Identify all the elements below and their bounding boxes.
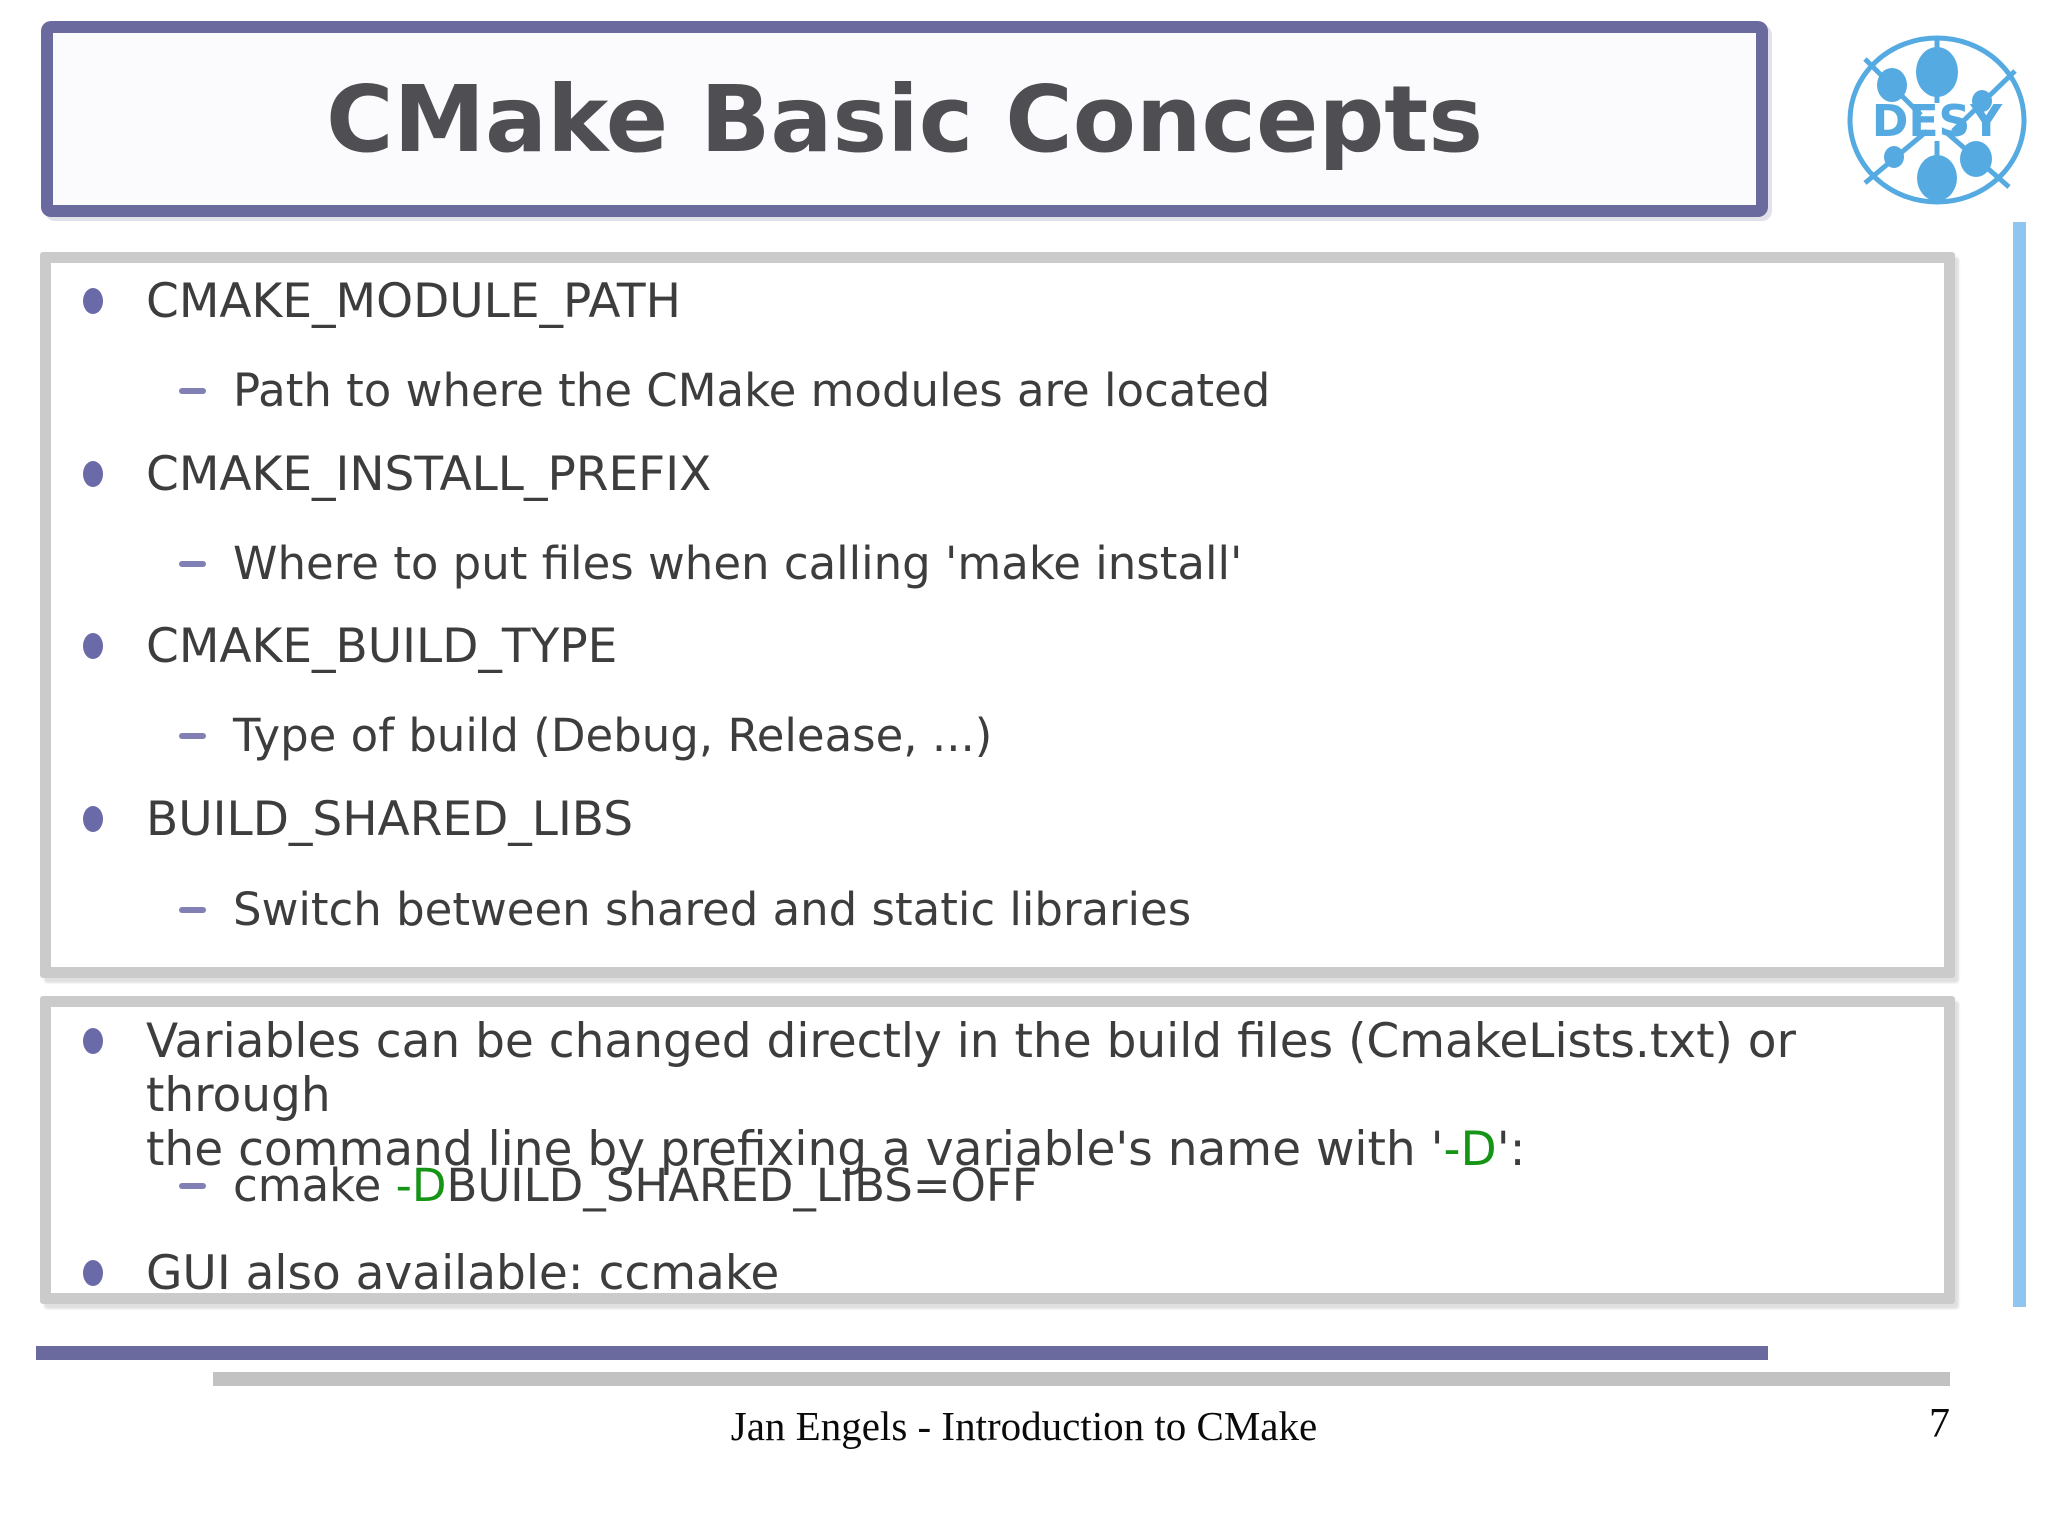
page-title: CMake Basic Concepts — [325, 65, 1484, 173]
paragraph-line-1: Variables can be changed directly in the… — [146, 1014, 1796, 1123]
list-subitem-label: Switch between shared and static librari… — [233, 883, 1192, 936]
usage-box: Variables can be changed directly in the… — [40, 996, 1955, 1304]
list-item-label: CMAKE_BUILD_TYPE — [146, 619, 618, 674]
list-item-paragraph: Variables can be changed directly in the… — [146, 1015, 1941, 1177]
highlighted-flag: -D — [395, 1159, 447, 1212]
variables-box: CMAKE_MODULE_PATH Path to where the CMak… — [40, 252, 1955, 978]
bullet-icon — [83, 806, 103, 832]
bullet-icon — [83, 288, 103, 314]
dash-bullet-icon — [179, 388, 206, 394]
dash-bullet-icon — [179, 1183, 206, 1189]
command-example: cmake -DBUILD_SHARED_LIBS=OFF — [233, 1159, 1038, 1212]
bullet-icon — [83, 1260, 103, 1286]
dash-bullet-icon — [179, 907, 206, 913]
footer-credit: Jan Engels - Introduction to CMake — [730, 1403, 1318, 1449]
footer-purple-bar — [36, 1346, 1768, 1360]
list-item-label: GUI also available: ccmake — [146, 1246, 780, 1301]
paragraph-line-2: the command line by prefixing a variable… — [146, 1122, 1526, 1177]
dash-bullet-icon — [179, 561, 206, 567]
bullet-icon — [83, 1028, 103, 1054]
page-number: 7 — [1929, 1401, 1950, 1447]
title-box: CMake Basic Concepts — [41, 21, 1768, 217]
highlighted-flag: -D — [1443, 1122, 1497, 1177]
bullet-icon — [83, 633, 103, 659]
bullet-icon — [83, 461, 103, 487]
list-item-label: BUILD_SHARED_LIBS — [146, 792, 634, 847]
list-item-label: CMAKE_MODULE_PATH — [146, 274, 681, 329]
list-subitem-label: Where to put files when calling 'make in… — [233, 537, 1243, 590]
desy-logo-text: DESY — [1872, 96, 2003, 147]
desy-logo-icon: DESY — [1847, 35, 2027, 205]
right-accent-bar — [2013, 222, 2026, 1307]
list-subitem-label: Type of build (Debug, Release, ...) — [233, 709, 993, 762]
list-item-label: CMAKE_INSTALL_PREFIX — [146, 447, 712, 502]
dash-bullet-icon — [179, 733, 206, 739]
list-subitem-label: Path to where the CMake modules are loca… — [233, 364, 1271, 417]
footer-gray-bar — [213, 1372, 1950, 1386]
